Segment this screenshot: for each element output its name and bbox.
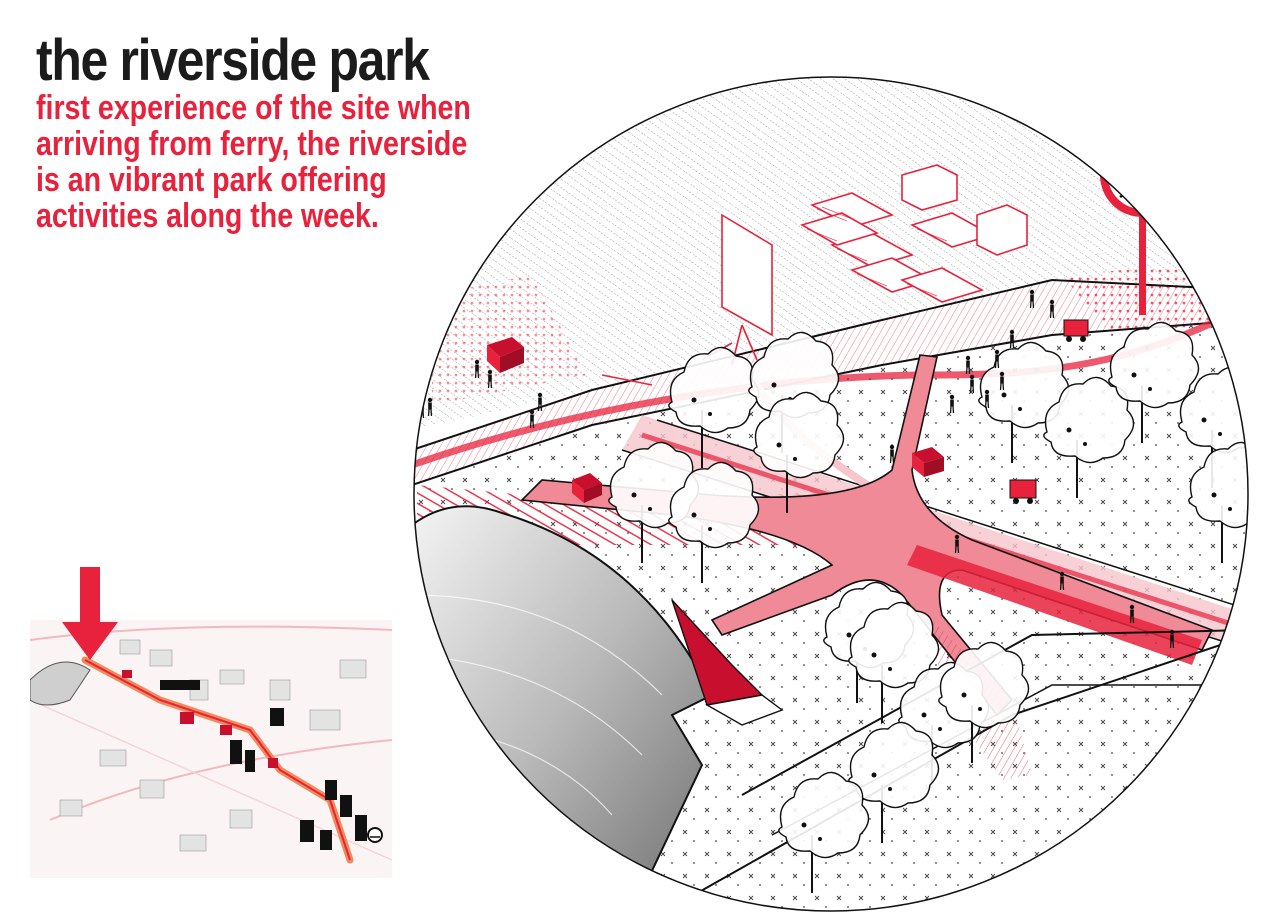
riverside-park-axonometric [413, 76, 1249, 912]
subtitle-line-2: arriving from ferry, the riverside [36, 125, 468, 163]
kiosk [572, 473, 602, 503]
subtitle-line-4: activities along the week. [36, 197, 379, 235]
outline-buildings [701, 164, 1028, 366]
food-cart [1009, 479, 1037, 504]
location-arrow-icon [62, 567, 118, 660]
page-title: the riverside park [36, 28, 430, 93]
site-location-map [30, 567, 392, 878]
subtitle-line-1: first experience of the site when [36, 89, 471, 127]
page-subtitle: first experience of the site when arrivi… [36, 90, 490, 234]
food-cart [1063, 319, 1089, 342]
subtitle-line-3: is an vibrant park offering [36, 161, 387, 199]
kiosk [487, 337, 524, 373]
kiosk [912, 447, 944, 477]
